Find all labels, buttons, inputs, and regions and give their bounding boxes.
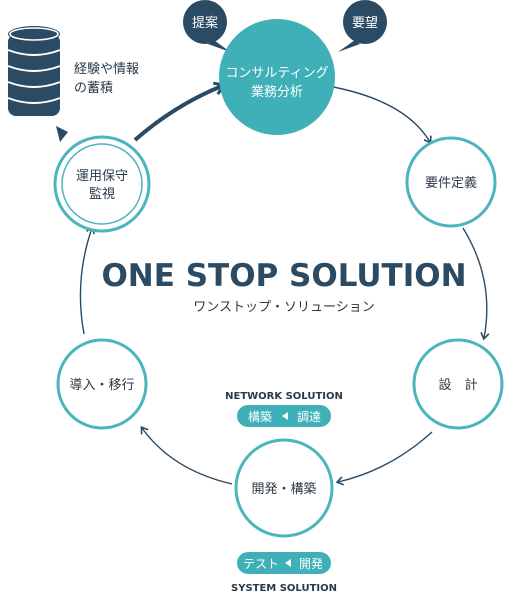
- center-subtitle: ワンストップ・ソリューション: [193, 300, 374, 315]
- node-development-label: 開発・構築: [251, 482, 316, 497]
- arrow-introduction-to-operation: [79, 225, 95, 335]
- arrow-operation-to-consulting: [133, 86, 222, 142]
- node-design-label: 設 計: [438, 377, 477, 393]
- network-solution-label: NETWORK SOLUTION: [225, 391, 343, 402]
- system-pill-arrow-icon: [285, 559, 291, 567]
- node-operation-line2: 監視: [89, 186, 115, 202]
- bubble-request-label: 要望: [352, 15, 378, 31]
- system-solution-pill: テスト 開発: [237, 552, 331, 574]
- system-solution-label: SYSTEM SOLUTION: [231, 583, 337, 594]
- arrow-design-to-development: [335, 431, 433, 486]
- node-requirements-label: 要件定義: [425, 175, 477, 191]
- arrow-requirements-to-design: [462, 227, 490, 341]
- center-title: ONE STOP SOLUTION: [101, 258, 466, 294]
- node-development: 開発・構築: [234, 438, 334, 538]
- node-consulting-line1: コンサルティング: [225, 66, 328, 81]
- node-operation-line1: 運用保守: [76, 169, 128, 184]
- bubble-proposal: 提案: [183, 0, 230, 52]
- arrow-consulting-to-requirements: [327, 85, 432, 145]
- network-pill-left: 構築: [248, 409, 272, 424]
- system-pill-right: 開発: [299, 557, 323, 571]
- bubble-proposal-label: 提案: [192, 15, 218, 31]
- node-introduction: 導入・移行: [56, 338, 148, 430]
- node-design: 設 計: [412, 338, 504, 430]
- arrow-development-to-introduction: [140, 426, 233, 485]
- node-consulting: コンサルティング 業務分析: [219, 19, 335, 135]
- network-pill-arrow-icon: [282, 412, 288, 420]
- database-pointer-icon: [56, 126, 68, 142]
- node-consulting-line2: 業務分析: [251, 84, 303, 100]
- network-solution-pill: 構築 調達: [237, 405, 331, 427]
- node-operation: 運用保守 監視: [53, 135, 151, 233]
- database-label-line1: 経験や情報: [74, 62, 139, 77]
- node-requirements: 要件定義: [405, 136, 497, 228]
- database-icon: [7, 26, 61, 116]
- network-pill-right: 調達: [297, 410, 321, 424]
- system-pill-left: テスト: [243, 557, 279, 571]
- node-introduction-label: 導入・移行: [69, 378, 134, 393]
- bubble-request: 要望: [338, 0, 387, 52]
- cycle-arrows: [79, 85, 490, 486]
- database-label-line2: の蓄積: [74, 81, 113, 96]
